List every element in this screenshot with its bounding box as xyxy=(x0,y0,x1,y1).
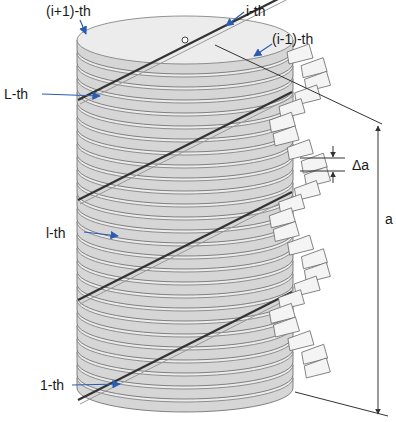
helix-flute-edge xyxy=(80,296,294,404)
part-label: (i+1)-th xyxy=(46,4,91,18)
helix-flute xyxy=(78,92,292,200)
center-hole xyxy=(182,37,188,43)
helix-flute-edge xyxy=(80,96,294,204)
cutting-tooth xyxy=(273,317,299,337)
helix-flute-edge xyxy=(80,196,294,304)
part-label: Δa xyxy=(352,158,369,172)
cutting-tooth xyxy=(273,221,299,241)
helix-flute-edge xyxy=(80,0,294,104)
part-label: (i-1)-th xyxy=(272,32,313,46)
cutting-tooth xyxy=(287,140,313,160)
part-label: l-th xyxy=(46,226,65,240)
part-label: a xyxy=(385,212,393,226)
cutting-tooth xyxy=(288,331,314,351)
part-label: i-th xyxy=(246,4,265,18)
part-label: L-th xyxy=(4,87,28,101)
helix-flute xyxy=(78,0,292,100)
cutting-tooth xyxy=(304,358,330,378)
part-label: 1-th xyxy=(40,378,64,392)
disk-face xyxy=(77,16,293,64)
cutting-tooth xyxy=(273,126,299,146)
helix-flute xyxy=(78,192,292,300)
cutting-tooth xyxy=(287,44,313,64)
cutting-tooth xyxy=(288,235,314,255)
